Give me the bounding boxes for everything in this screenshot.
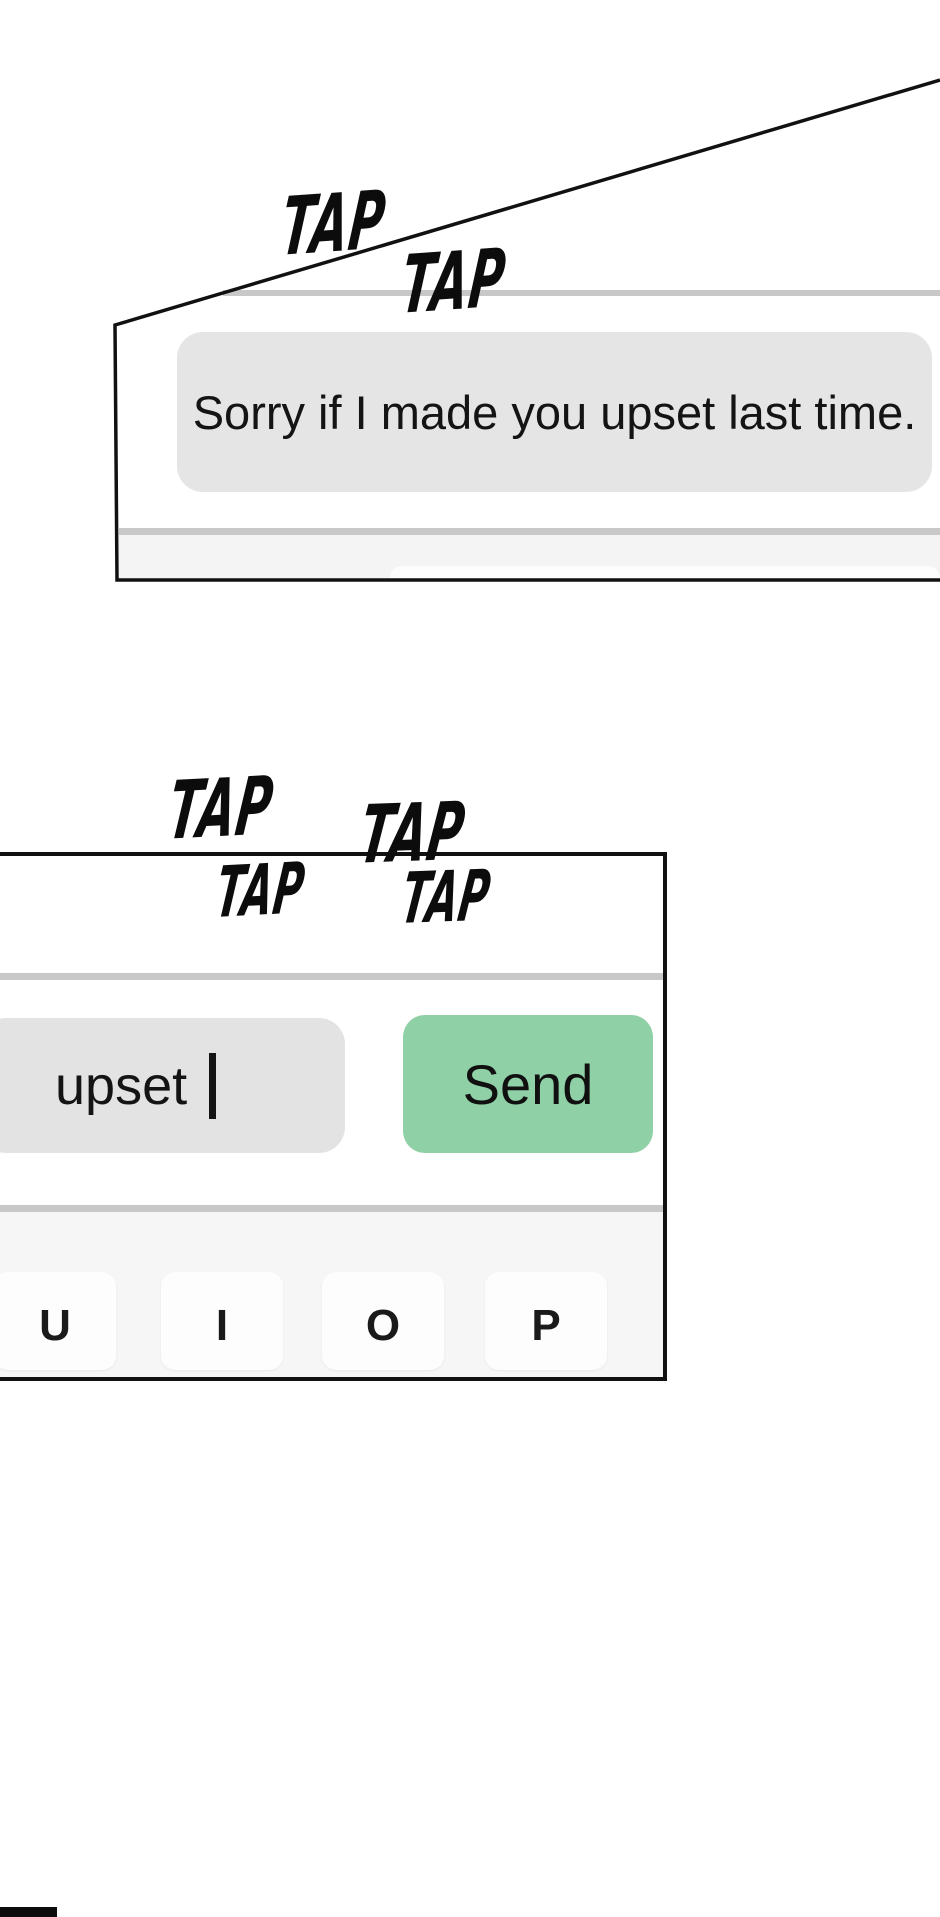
text-cursor <box>209 1052 217 1119</box>
keyboard-divider <box>0 1205 663 1212</box>
key-i[interactable]: I <box>161 1272 283 1370</box>
panel2-top-divider <box>0 973 663 980</box>
sfx-tap-2: TAP <box>396 232 511 334</box>
input-value: upset <box>55 1055 188 1116</box>
message-text: Sorry if I made you upset last time. <box>192 385 917 439</box>
input-field-top-edge <box>390 566 940 578</box>
sfx-tap-5: TAP <box>211 846 310 934</box>
key-p[interactable]: P <box>485 1272 607 1370</box>
send-button-label: Send <box>462 1052 594 1116</box>
sfx-tap-6: TAP <box>396 854 496 940</box>
key-label: O <box>365 1301 401 1350</box>
sfx-tap-3: TAP <box>163 760 279 859</box>
key-label: I <box>215 1301 229 1350</box>
key-label: P <box>531 1301 561 1350</box>
message-input[interactable]: upset <box>0 1018 345 1153</box>
key-o[interactable]: O <box>322 1272 444 1370</box>
send-button[interactable]: Send <box>403 1015 653 1153</box>
message-bubble: Sorry if I made you upset last time. <box>177 332 932 492</box>
panel1-frame <box>113 78 940 582</box>
next-panel-edge <box>0 1907 57 1917</box>
input-bar-divider <box>119 528 940 535</box>
chat-header-divider <box>223 290 940 296</box>
key-u[interactable]: U <box>0 1272 116 1370</box>
sfx-tap-1: TAP <box>276 174 391 276</box>
key-label: U <box>39 1301 71 1350</box>
